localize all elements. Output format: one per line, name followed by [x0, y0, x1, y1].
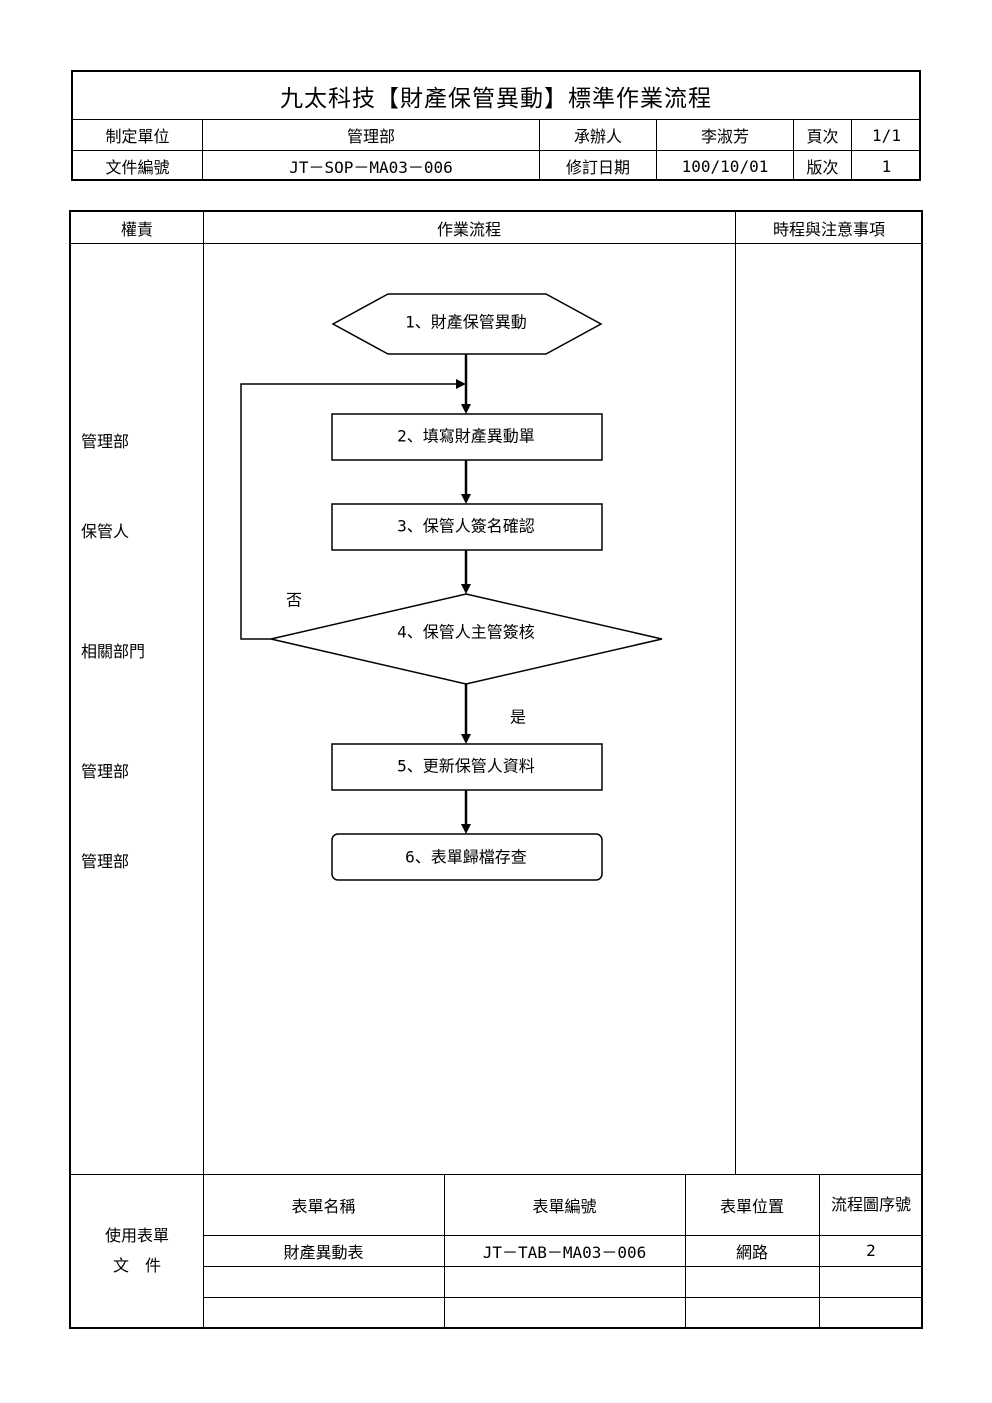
forms-header-flow-index: 流程圖序號	[830, 1194, 911, 1214]
column-divider-1	[203, 212, 204, 1329]
process-table: 權責 作業流程 時程與注意事項 管理部 保管人 相關部門 管理部 管理部 使用表…	[69, 210, 923, 1329]
forms-section-divider	[71, 1174, 923, 1175]
terminal-box	[331, 833, 603, 881]
value-handler: 李淑芳	[657, 120, 794, 150]
label-handler: 承辦人	[540, 120, 657, 150]
flow-step-label: 5、更新保管人資料	[397, 757, 535, 776]
flow-step-archive: 6、表單歸檔存查	[331, 833, 603, 881]
value-revision-date: 100/10/01	[657, 151, 794, 181]
document-header-table: 九太科技【財產保管異動】標準作業流程 制定單位 管理部 承辦人 李淑芳 頁次 1…	[71, 70, 921, 181]
role-label: 管理部	[81, 852, 130, 871]
forms-header-location: 表單位置	[719, 1196, 784, 1216]
flow-step-supervisor-approval: 4、保管人主管簽核	[270, 593, 663, 685]
forms-section-label-line1: 使用表單	[104, 1226, 169, 1245]
decision-yes-label: 是	[510, 708, 526, 727]
forms-cell-number: JT－TAB－MA03－006	[482, 1242, 647, 1262]
process-box	[331, 503, 603, 551]
forms-col-divider	[819, 1174, 820, 1329]
flow-step-label: 1、財產保管異動	[405, 313, 527, 332]
role-label: 保管人	[81, 522, 130, 541]
forms-row-divider	[203, 1235, 923, 1236]
value-department: 管理部	[203, 120, 540, 150]
hexagon-shape	[331, 293, 603, 355]
column-divider-2	[735, 212, 736, 1174]
decision-no-label: 否	[286, 591, 302, 610]
role-label: 相關部門	[81, 642, 146, 661]
header-row-2: 文件編號 JT－SOP－MA03－006 修訂日期 100/10/01 版次 1	[73, 151, 919, 181]
forms-row-divider	[203, 1266, 923, 1267]
column-header-process: 作業流程	[436, 219, 501, 239]
forms-section-label-line2: 文 件	[112, 1256, 161, 1275]
label-page: 頁次	[794, 120, 852, 150]
label-revision-date: 修訂日期	[540, 151, 657, 181]
flow-step-label: 3、保管人簽名確認	[397, 517, 535, 536]
role-label: 管理部	[81, 762, 130, 781]
flow-arrow-no-loop	[240, 379, 466, 640]
forms-header-number: 表單編號	[532, 1196, 597, 1216]
forms-cell-location: 網路	[735, 1242, 768, 1262]
flow-step-label: 6、表單歸檔存查	[405, 848, 527, 867]
forms-col-divider	[444, 1174, 445, 1329]
column-header-responsibility: 權責	[120, 219, 153, 239]
value-document-number: JT－SOP－MA03－006	[203, 151, 540, 181]
forms-cell-flow-index: 2	[866, 1241, 876, 1260]
flow-step-custodian-sign: 3、保管人簽名確認	[331, 503, 603, 551]
role-label: 管理部	[81, 432, 130, 451]
forms-row-divider	[203, 1297, 923, 1298]
label-version: 版次	[794, 151, 852, 181]
label-document-number: 文件編號	[73, 151, 203, 181]
flow-step-label: 4、保管人主管簽核	[397, 623, 535, 642]
column-header-notes: 時程與注意事項	[772, 219, 885, 239]
document-title: 九太科技【財產保管異動】標準作業流程	[73, 72, 919, 120]
process-box	[331, 743, 603, 791]
forms-col-divider	[685, 1174, 686, 1329]
label-department: 制定單位	[73, 120, 203, 150]
header-row-1: 制定單位 管理部 承辦人 李淑芳 頁次 1/1	[73, 120, 919, 151]
value-version: 1	[881, 156, 892, 176]
forms-header-name: 表單名稱	[291, 1196, 356, 1216]
forms-cell-name: 財產異動表	[283, 1242, 364, 1262]
value-page: 1/1	[872, 125, 901, 145]
flow-step-fill-form: 2、填寫財產異動單	[331, 413, 603, 461]
flow-step-update-custodian: 5、更新保管人資料	[331, 743, 603, 791]
flow-step-start: 1、財產保管異動	[331, 293, 603, 355]
header-divider	[71, 243, 923, 244]
flow-step-label: 2、填寫財產異動單	[397, 427, 535, 446]
